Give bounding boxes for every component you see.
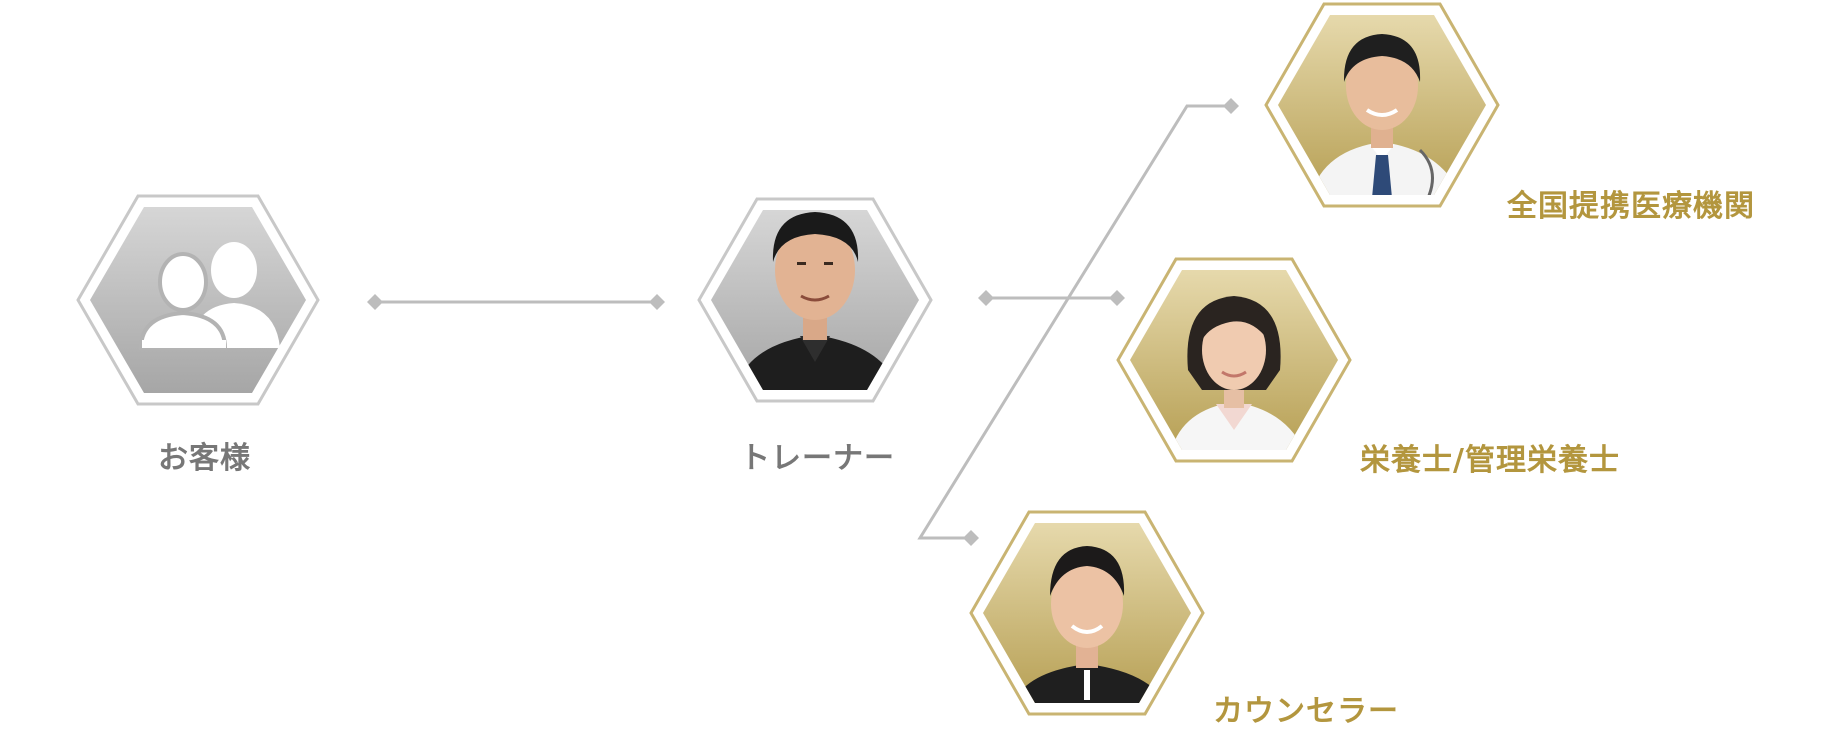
- nutritionist-portrait: [1170, 296, 1306, 450]
- customer-node: [76, 194, 320, 406]
- customer-label: お客様: [158, 441, 251, 476]
- doctor-portrait: [1310, 34, 1462, 195]
- trainer-portrait: [735, 212, 900, 390]
- counselor-label: カウンセラー: [1213, 694, 1399, 729]
- trainer-node: [697, 197, 933, 403]
- connector-node-diamond: [978, 290, 994, 306]
- connector-node-diamond: [649, 294, 665, 310]
- connector-node-diamond: [1109, 290, 1125, 306]
- nutritionist-node: [1116, 257, 1352, 463]
- medical-node: [1264, 2, 1500, 208]
- trainer-label: トレーナー: [740, 441, 895, 476]
- counselor-node: [969, 510, 1205, 716]
- counselor-portrait: [1012, 546, 1168, 703]
- customers-icon: [138, 242, 280, 350]
- connector-node-diamond: [367, 294, 383, 310]
- nutritionist-label: 栄養士/管理栄養士: [1360, 443, 1620, 478]
- medical-label: 全国提携医療機関: [1507, 189, 1755, 224]
- connector-node-diamond: [1223, 98, 1239, 114]
- connector-trainer-branches: [917, 104, 1231, 540]
- connector-node-diamond: [963, 530, 979, 546]
